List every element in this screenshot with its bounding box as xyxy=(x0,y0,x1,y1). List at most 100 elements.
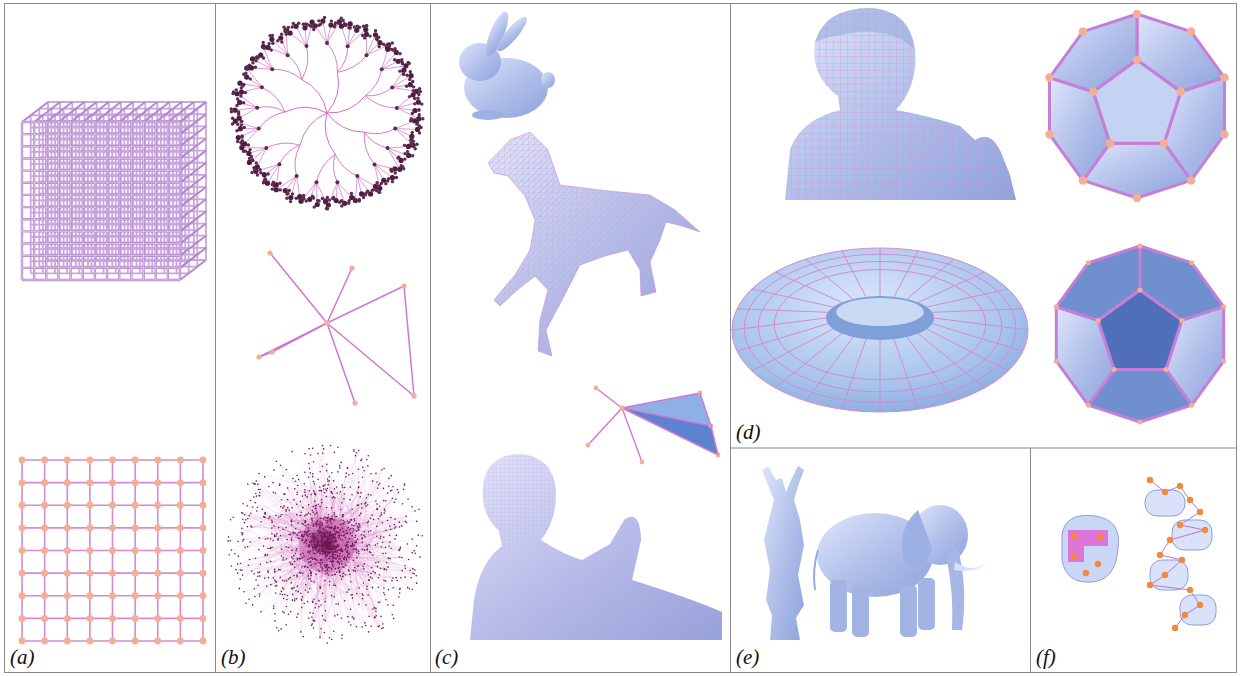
tree-leaf xyxy=(234,91,239,96)
tree-edge xyxy=(395,129,413,146)
tree-node xyxy=(314,180,318,184)
grid-vertex xyxy=(41,479,48,486)
tree-leaf xyxy=(409,70,412,73)
lattice-highlight xyxy=(107,122,108,280)
grid-vertex xyxy=(200,615,207,622)
tree-leaf xyxy=(385,47,390,52)
tree-leaf xyxy=(286,192,289,195)
grid-vertex xyxy=(154,592,161,599)
grid-vertex xyxy=(86,547,93,554)
tree-edge xyxy=(276,176,296,190)
tree-edge xyxy=(285,176,296,190)
tree-edge xyxy=(242,147,267,148)
tree-node xyxy=(270,67,274,71)
grid-vertex xyxy=(64,547,71,554)
tree-leaf xyxy=(406,61,409,64)
tree-leaf xyxy=(288,195,293,200)
lattice-depth xyxy=(180,114,206,134)
tree-edge xyxy=(295,145,300,176)
lattice-depth xyxy=(180,211,206,231)
tree-leaf xyxy=(411,80,414,83)
panel-frame xyxy=(5,3,1237,673)
grid-vertex xyxy=(154,547,161,554)
tree-leaf xyxy=(240,120,243,123)
tree-leaf xyxy=(231,117,234,120)
tree-leaf xyxy=(317,19,320,22)
tree-edge xyxy=(323,21,327,43)
tree-node xyxy=(373,162,377,166)
grid-vertex xyxy=(154,638,161,645)
lattice-highlight xyxy=(22,122,180,123)
tree-leaf xyxy=(250,56,255,61)
tree-leaf xyxy=(253,169,258,174)
grid-vertex xyxy=(86,457,93,464)
grid-vertex xyxy=(177,592,184,599)
tree-leaf xyxy=(280,32,283,35)
tree-leaf xyxy=(386,179,389,182)
grid-vertex xyxy=(64,592,71,599)
tree-edge xyxy=(300,113,327,145)
tree-edge xyxy=(392,76,411,88)
tree-leaf xyxy=(311,195,314,198)
tree-edge xyxy=(259,112,285,129)
grid-vertex xyxy=(132,638,139,645)
grid-vertex xyxy=(19,457,26,464)
grid-vertex xyxy=(109,547,116,554)
tree-leaf xyxy=(312,28,315,31)
tree-leaf xyxy=(232,108,237,113)
lattice-wire xyxy=(22,254,180,256)
tree-leaf xyxy=(395,176,398,179)
tree-edge xyxy=(235,121,258,128)
tree-leaf xyxy=(239,89,244,94)
tree-edge xyxy=(327,43,337,72)
tree-leaf xyxy=(323,16,326,19)
tree-leaf xyxy=(377,45,380,48)
tree-leaf xyxy=(319,23,322,26)
lattice-highlight xyxy=(167,122,168,280)
tree-node xyxy=(295,174,299,178)
tree-leaf xyxy=(338,201,341,204)
lattice-wire xyxy=(22,279,180,281)
tree-leaf xyxy=(417,93,420,96)
lattice-depth xyxy=(180,102,206,122)
tree-leaf xyxy=(403,157,406,160)
tree-leaf xyxy=(263,177,266,180)
tree-leaf xyxy=(358,198,361,201)
grid-vertex xyxy=(41,638,48,645)
tree-leaf xyxy=(242,83,245,86)
grid-vertex xyxy=(19,615,26,622)
lattice-depth xyxy=(180,199,206,219)
tree-edge xyxy=(288,55,302,79)
tree-leaf xyxy=(289,200,292,203)
tree-leaf xyxy=(410,143,413,146)
tree-leaf xyxy=(391,41,394,44)
tree-edge xyxy=(325,113,335,154)
tree-edge xyxy=(261,55,273,69)
star-vertex xyxy=(256,354,261,359)
grid-vertex xyxy=(86,615,93,622)
grid-vertex xyxy=(19,547,26,554)
tree-leaf xyxy=(302,197,305,200)
tree-leaf xyxy=(353,198,356,201)
grid-vertex xyxy=(41,615,48,622)
tree-leaf xyxy=(406,150,409,153)
lattice-depth xyxy=(144,102,170,122)
tree-leaf xyxy=(285,197,288,200)
panel-divider xyxy=(730,3,731,672)
tree-edge xyxy=(337,46,347,72)
star-edge xyxy=(327,268,352,323)
tree-edge xyxy=(388,148,409,155)
grid-vertex xyxy=(64,615,71,622)
tree-leaf xyxy=(242,149,245,152)
tree-leaf xyxy=(396,59,401,64)
tree-edge xyxy=(245,129,259,144)
grid-vertex xyxy=(132,570,139,577)
tree-leaf xyxy=(297,22,300,25)
tree-leaf xyxy=(374,29,377,32)
grid-vertex xyxy=(177,502,184,509)
tree-leaf xyxy=(365,24,368,27)
tree-leaf xyxy=(270,48,273,51)
tree-leaf xyxy=(418,131,421,134)
tree-leaf xyxy=(419,90,422,93)
tree-edge xyxy=(285,107,327,113)
